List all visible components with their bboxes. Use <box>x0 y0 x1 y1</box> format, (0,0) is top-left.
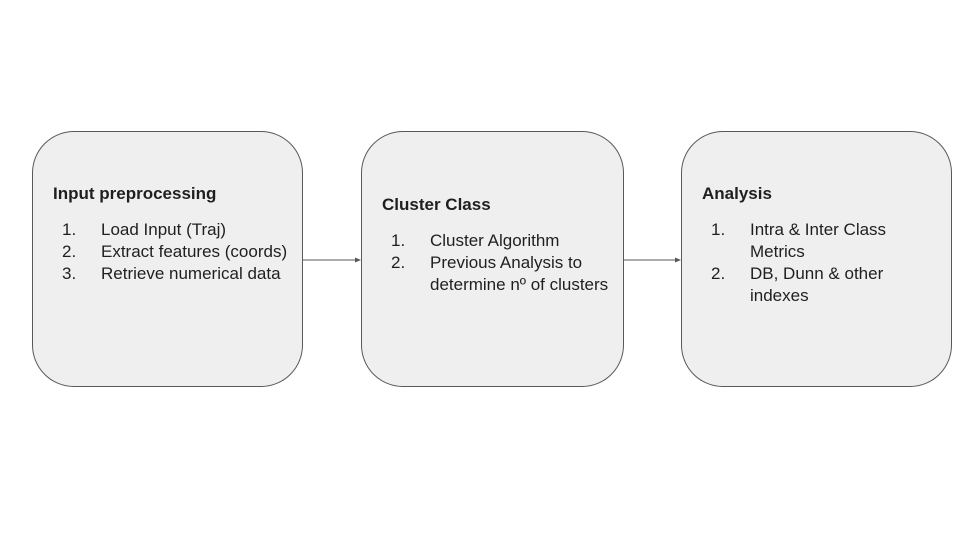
box-content: Input preprocessing 1. Load Input (Traj)… <box>53 183 292 285</box>
step-text: Previous Analysis to determine nº of clu… <box>430 253 609 294</box>
step-text: Intra & Inter Class Metrics <box>750 220 887 261</box>
step-number: 1. <box>391 231 406 250</box>
box-title: Input preprocessing <box>53 184 217 203</box>
step-number: 2. <box>391 253 406 272</box>
step-number: 2. <box>711 264 726 283</box>
step-text: Load Input (Traj) <box>101 220 227 239</box>
list-item: 1. Intra & Inter Class Metrics <box>702 219 941 263</box>
box-title: Analysis <box>702 184 772 203</box>
input-preprocessing-box: Input preprocessing 1. Load Input (Traj)… <box>32 131 303 387</box>
step-list: 1. Load Input (Traj) 2. Extract features… <box>53 219 292 285</box>
step-list: 1. Intra & Inter Class Metrics 2. DB, Du… <box>702 219 941 307</box>
list-item: 1. Cluster Algorithm <box>382 230 613 252</box>
list-item: 3. Retrieve numerical data <box>53 263 292 285</box>
box-title: Cluster Class <box>382 195 491 214</box>
cluster-class-box: Cluster Class 1. Cluster Algorithm 2. Pr… <box>361 131 624 387</box>
step-text: DB, Dunn & other indexes <box>750 264 884 305</box>
flow-arrow <box>303 257 361 263</box>
step-text: Extract features (coords) <box>101 242 288 261</box>
list-item: 2. Extract features (coords) <box>53 241 292 263</box>
step-number: 3. <box>62 264 77 283</box>
flow-arrow <box>624 257 681 263</box>
step-text: Retrieve numerical data <box>101 264 281 283</box>
step-list: 1. Cluster Algorithm 2. Previous Analysi… <box>382 230 613 296</box>
step-number: 2. <box>62 242 77 261</box>
box-content: Analysis 1. Intra & Inter Class Metrics … <box>702 183 941 307</box>
list-item: 2. Previous Analysis to determine nº of … <box>382 252 613 296</box>
step-number: 1. <box>62 220 77 239</box>
list-item: 1. Load Input (Traj) <box>53 219 292 241</box>
step-text: Cluster Algorithm <box>430 231 560 250</box>
analysis-box: Analysis 1. Intra & Inter Class Metrics … <box>681 131 952 387</box>
list-item: 2. DB, Dunn & other indexes <box>702 263 941 307</box>
box-content: Cluster Class 1. Cluster Algorithm 2. Pr… <box>382 194 613 296</box>
step-number: 1. <box>711 220 726 239</box>
